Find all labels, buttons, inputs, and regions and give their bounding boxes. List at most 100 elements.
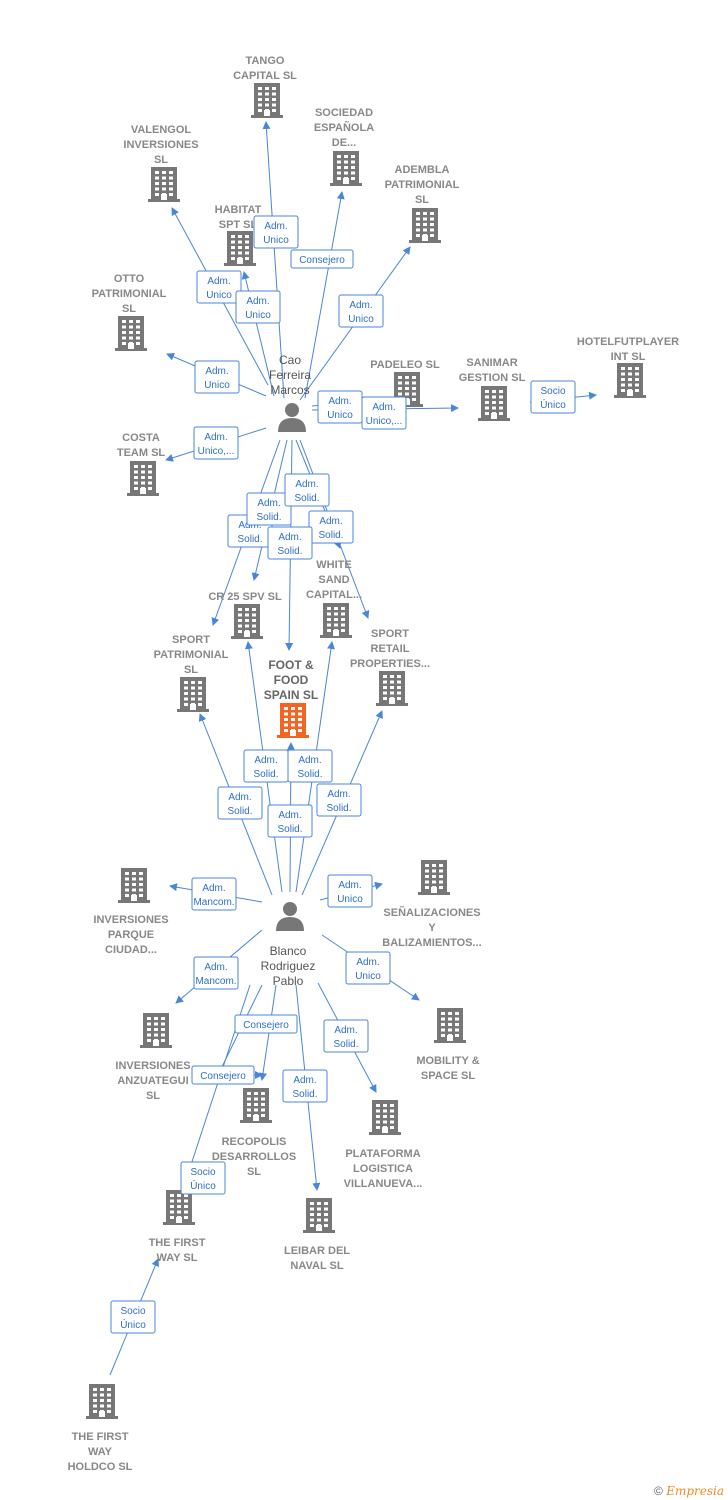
node-label-line: CIUDAD... [105,944,157,956]
edge-label-text: Solid. [294,493,319,504]
node-label-line: HABITAT [215,204,262,216]
edge-label-text: Adm. [278,810,301,821]
edge-label-text: Consejero [243,1020,289,1031]
person-icon [278,403,306,432]
copyright-symbol: © [654,1484,663,1498]
building-icon [177,677,209,712]
edge-label-box [194,360,240,394]
edge-label-box [110,1300,156,1334]
node-label-line: CAPITAL SL [233,70,297,82]
building-icon [163,1190,195,1225]
edge-label-text: Unico [327,410,353,421]
edge-labels-layer: Adm.UnicoConsejeroAdm.UnicoAdm.UnicoAdm.… [110,215,576,1334]
node-label-line: PATRIMONIAL [92,288,167,300]
company-node-costa[interactable]: COSTA TEAM SL [117,432,166,496]
building-icon [330,151,362,186]
edge-label-text: Único [540,398,566,411]
node-label-line: THE FIRST [149,1237,206,1249]
edge-label-text: Unico [206,290,232,301]
node-label-line: Rodriguez [261,959,316,973]
node-label-line: PADELEO SL [370,359,440,371]
node-label-line: TEAM SL [117,447,166,459]
node-label-line: SL [184,664,198,676]
company-node-valengol[interactable]: VALENGOL INVERSIONES SL [123,124,199,202]
building-icon [303,1198,335,1233]
edge-label-text: Adm. [246,296,269,307]
edge-label: Adm. Unico [317,390,363,424]
company-node-cr25[interactable]: CR 25 SPV SL [208,591,282,639]
company-node-mobility[interactable]: MOBILITY &SPACE SL [416,1008,480,1082]
edge-label: Consejero [191,1065,255,1085]
edge-label-text: Solid. [297,769,322,780]
building-icon [118,868,150,903]
company-node-firstway[interactable]: THE FIRST WAY SL [149,1190,206,1264]
node-label-line: ANZUATEGUI [117,1075,188,1087]
node-label-line: SL [247,1166,261,1178]
edge-label: Adm.Unico [327,874,373,908]
edge-label: Adm.Solid. [284,473,330,507]
building-icon [320,603,352,638]
node-label-line: SPAIN SL [264,688,318,702]
edge-label-box [180,1161,226,1195]
building-icon [115,316,147,351]
edge-label-text: Unico [204,380,230,391]
company-node-adembla[interactable]: ADEMBLA PATRIMONIAL SL [385,164,460,243]
company-node-senal[interactable]: SEÑALIZACIONESYBALIZAMIENTOS... [382,860,482,949]
node-label-line: PLATAFORMA [345,1148,420,1160]
edge-label-text: Adm. [293,1075,316,1086]
node-label-line: CAPITAL... [306,589,362,601]
node-label-line: COSTA [122,432,160,444]
company-node-plataforma[interactable]: PLATAFORMALOGISTICAVILLANUEVA... [344,1100,423,1190]
edge-label-text: Adm. [207,276,230,287]
node-label-line: LOGISTICA [353,1163,413,1175]
brand-logo[interactable]: Empresia [666,1484,724,1498]
edge-label-text: Solid. [277,824,302,835]
company-node-sociedad[interactable]: SOCIEDADESPAÑOLADE... [314,107,374,186]
node-label-line: SL [415,194,429,206]
edge-label: Adm.Unico,... [193,426,239,460]
node-label-line: WAY SL [157,1252,198,1264]
edge-label-text: Adm. [328,396,351,407]
edge-label-text: Socio [120,1306,145,1317]
edge-label-text: Adm. [202,883,225,894]
edge-label-text: Adm. [372,402,395,413]
edge-cao-sociedad [304,191,345,399]
node-label-line: DE... [332,137,356,149]
edge-label-text: Consejero [200,1071,246,1082]
company-node-sportretail[interactable]: SPORTRETAILPROPERTIES... [350,628,430,706]
node-label-line: Ferreira [269,368,311,382]
node-label-line: PATRIMONIAL [385,179,460,191]
edge-label: Adm.Solid. [316,783,362,817]
edge-label-text: Adm. [334,1025,357,1036]
person-icon [276,902,304,931]
node-label-line: VALENGOL [131,124,192,136]
edge-label-text: Único [120,1318,146,1331]
node-label-line: SL [154,154,168,166]
edge-label-text: Solid. [253,769,278,780]
company-node-white[interactable]: WHITESANDCAPITAL... [306,559,362,638]
node-label-line: INVERSIONES [123,139,198,151]
node-label-line: THE FIRST [72,1431,129,1443]
edge-label-box [193,956,239,990]
node-label-line: ADEMBLA [395,164,450,176]
company-node-invparque[interactable]: INVERSIONESPARQUECIUDAD... [93,868,169,956]
node-label-line: SOCIEDAD [315,107,373,119]
edge-label-box [235,290,281,324]
edge-label-text: Mancom. [193,897,234,908]
edge-label-text: Unico [245,310,271,321]
